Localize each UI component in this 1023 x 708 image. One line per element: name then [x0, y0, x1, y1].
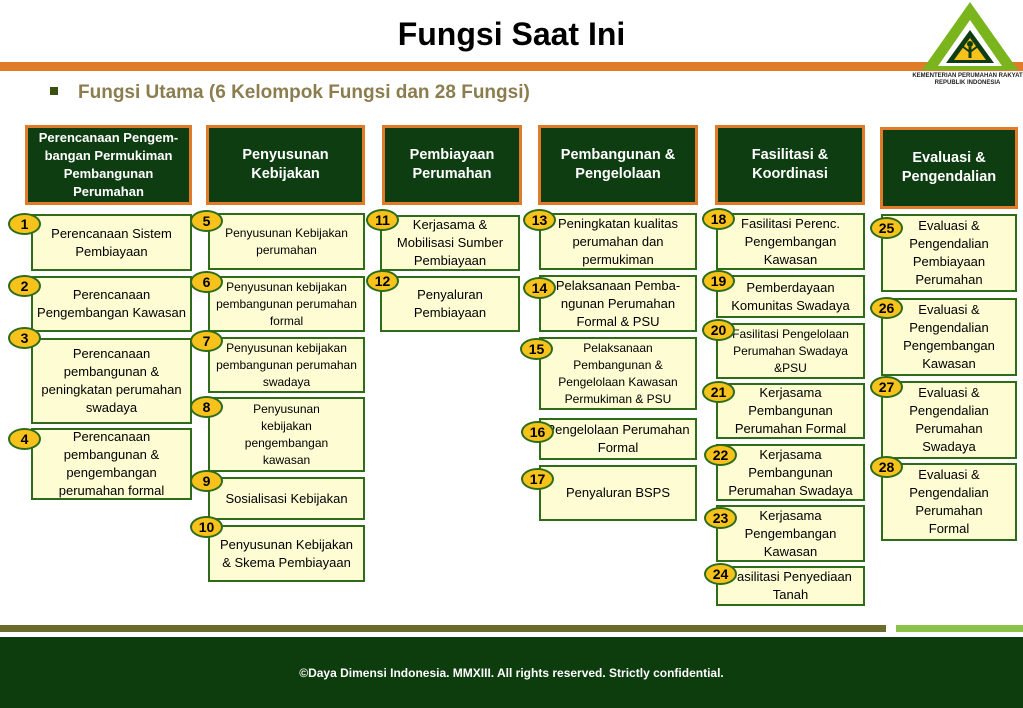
footer-divider-right [896, 625, 1023, 632]
function-number-15: 15 [520, 338, 553, 360]
function-box-9: Sosialisasi Kebijakan [208, 477, 365, 520]
function-number-28: 28 [870, 456, 903, 478]
function-box-18: Fasilitasi Perenc. Pengembangan Kawasan [716, 213, 865, 270]
footer: ©Daya Dimensi Indonesia. MMXIII. All rig… [0, 637, 1023, 708]
function-box-23: Kerjasama Pengembangan Kawasan [716, 505, 865, 562]
function-number-6: 6 [190, 271, 223, 293]
group-header-pembangunan: Pembangunan & Pengelolaan [538, 125, 698, 205]
function-box-19: Pemberdayaan Komunitas Swadaya [716, 275, 865, 318]
function-box-16: Pengelolaan Perumahan Formal [539, 418, 697, 460]
function-number-18: 18 [702, 208, 735, 230]
function-box-11: Kerjasama & Mobilisasi Sumber Pembiayaan [380, 215, 520, 271]
function-number-24: 24 [704, 563, 737, 585]
function-box-8: Penyusunan kebijakan pengembangan kawasa… [208, 397, 365, 472]
function-box-1: Perencanaan Sistem Pembiayaan [31, 214, 192, 271]
function-number-16: 16 [521, 421, 554, 443]
function-number-10: 10 [190, 516, 223, 538]
title-divider [0, 62, 1023, 71]
function-number-4: 4 [8, 428, 41, 450]
function-box-24: Fasilitasi Penyediaan Tanah [716, 566, 865, 606]
group-header-evaluasi: Evaluasi & Pengendalian [880, 127, 1018, 209]
logo-caption-line2: REPUBLIK INDONESIA [934, 80, 1001, 86]
function-box-12: Penyaluran Pembiayaan [380, 276, 520, 332]
function-box-10: Penyusunan Kebijakan & Skema Pembiayaan [208, 525, 365, 582]
footer-divider-left [0, 625, 886, 632]
function-number-25: 25 [870, 217, 903, 239]
function-number-19: 19 [702, 270, 735, 292]
function-number-14: 14 [523, 277, 556, 299]
subtitle: Fungsi Utama (6 Kelompok Fungsi dan 28 F… [50, 82, 530, 104]
function-box-25: Evaluasi & Pengendalian Pembiayaan Perum… [881, 214, 1017, 292]
group-header-pembiayaan: Pembiayaan Perumahan [382, 125, 522, 205]
function-number-9: 9 [190, 470, 223, 492]
function-box-20: Fasilitasi Pengelolaan Perumahan Swadaya… [716, 323, 865, 379]
page-title: Fungsi Saat Ini [397, 16, 626, 52]
logo-caption-line1: KEMENTERIAN PERUMAHAN RAKYAT [912, 73, 1023, 79]
function-number-3: 3 [8, 327, 41, 349]
function-number-1: 1 [8, 213, 41, 235]
function-number-7: 7 [190, 330, 223, 352]
function-box-7: Penyusunan kebijakan pembangunan perumah… [208, 337, 365, 393]
function-number-21: 21 [702, 381, 735, 403]
function-number-17: 17 [521, 468, 554, 490]
function-box-2: Perencanaan Pengembangan Kawasan [31, 276, 192, 332]
function-box-26: Evaluasi & Pengendalian Pengembangan Kaw… [881, 298, 1017, 376]
ministry-logo [922, 2, 1018, 70]
function-box-22: Kerjasama Pembangunan Perumahan Swadaya [716, 444, 865, 501]
function-box-5: Penyusunan Kebijakan perumahan [208, 213, 365, 270]
bullet-icon [50, 87, 58, 95]
function-number-8: 8 [190, 396, 223, 418]
group-header-fasilitasi: Fasilitasi & Koordinasi [715, 125, 865, 205]
function-box-15: Pelaksanaan Pembangunan & Pengelolaan Ka… [539, 337, 697, 410]
function-number-20: 20 [702, 319, 735, 341]
function-number-26: 26 [870, 297, 903, 319]
function-box-3: Perencanaan pembangunan & peningkatan pe… [31, 338, 192, 424]
function-number-12: 12 [366, 270, 399, 292]
function-number-23: 23 [704, 507, 737, 529]
function-number-2: 2 [8, 275, 41, 297]
function-number-11: 11 [366, 209, 399, 231]
copyright-text: ©Daya Dimensi Indonesia. MMXIII. All rig… [299, 665, 724, 680]
function-box-13: Peningkatan kualitas perumahan dan permu… [539, 213, 697, 270]
function-number-22: 22 [704, 444, 737, 466]
function-box-17: Penyaluran BSPS [539, 465, 697, 521]
function-number-13: 13 [523, 209, 556, 231]
function-box-4: Perencanaan pembangunan & pengembangan p… [31, 428, 192, 500]
function-number-5: 5 [190, 210, 223, 232]
function-box-27: Evaluasi & Pengendalian Perumahan Swaday… [881, 381, 1017, 459]
function-number-27: 27 [870, 376, 903, 398]
function-box-6: Penyusunan kebijakan pembangunan perumah… [208, 276, 365, 332]
function-box-21: Kerjasama Pembangunan Perumahan Formal [716, 383, 865, 439]
group-header-perencanaan: Perencanaan Pengem-bangan Permukiman Pem… [25, 125, 192, 205]
group-header-penyusunan-kebijakan: Penyusunan Kebijakan [206, 125, 365, 205]
subtitle-text: Fungsi Utama (6 Kelompok Fungsi dan 28 F… [78, 82, 530, 103]
function-box-28: Evaluasi & Pengendalian Perumahan Formal [881, 463, 1017, 541]
logo-caption: KEMENTERIAN PERUMAHAN RAKYAT REPUBLIK IN… [912, 73, 1023, 87]
function-box-14: Pelaksanaan Pemba-ngunan Perumahan Forma… [539, 275, 697, 332]
